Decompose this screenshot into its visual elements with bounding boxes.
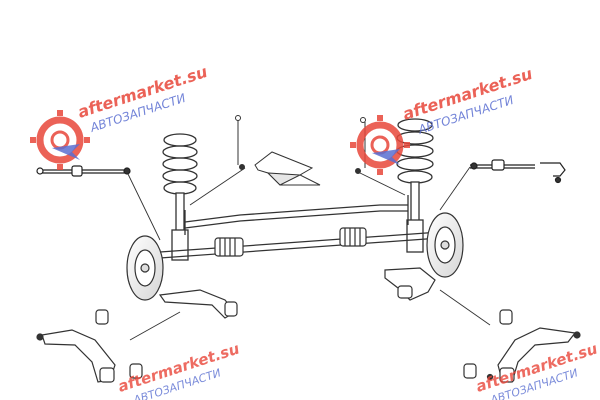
watermark-bottom-right: aftermarket.su АВТОЗАПЧАСТИ [474, 339, 600, 400]
right-lower-arm-installed [384, 267, 436, 301]
left-wheel-hub [126, 235, 164, 301]
steering-rack [159, 227, 441, 259]
right-wheel-hub [426, 212, 464, 278]
left-tie-rod [36, 165, 131, 177]
forward-arrow-icon [254, 151, 321, 186]
watermark-top-left: aftermarket.su АВТОЗАПЧАСТИ [30, 62, 210, 170]
pointer-lines [127, 166, 491, 341]
stabilizer-bar [184, 195, 409, 235]
right-tie-rod [470, 159, 566, 184]
left-coil-spring [162, 133, 198, 261]
left-stabilizer-link [235, 115, 245, 170]
right-lower-arm-part [463, 309, 581, 383]
gear-arrow-icon [350, 115, 410, 175]
watermark-top-right: aftermarket.su АВТОЗАПЧАСТИ [350, 64, 535, 175]
left-lower-arm-installed [158, 289, 238, 319]
left-lower-arm-part [36, 309, 143, 383]
gear-arrow-icon [30, 110, 90, 170]
